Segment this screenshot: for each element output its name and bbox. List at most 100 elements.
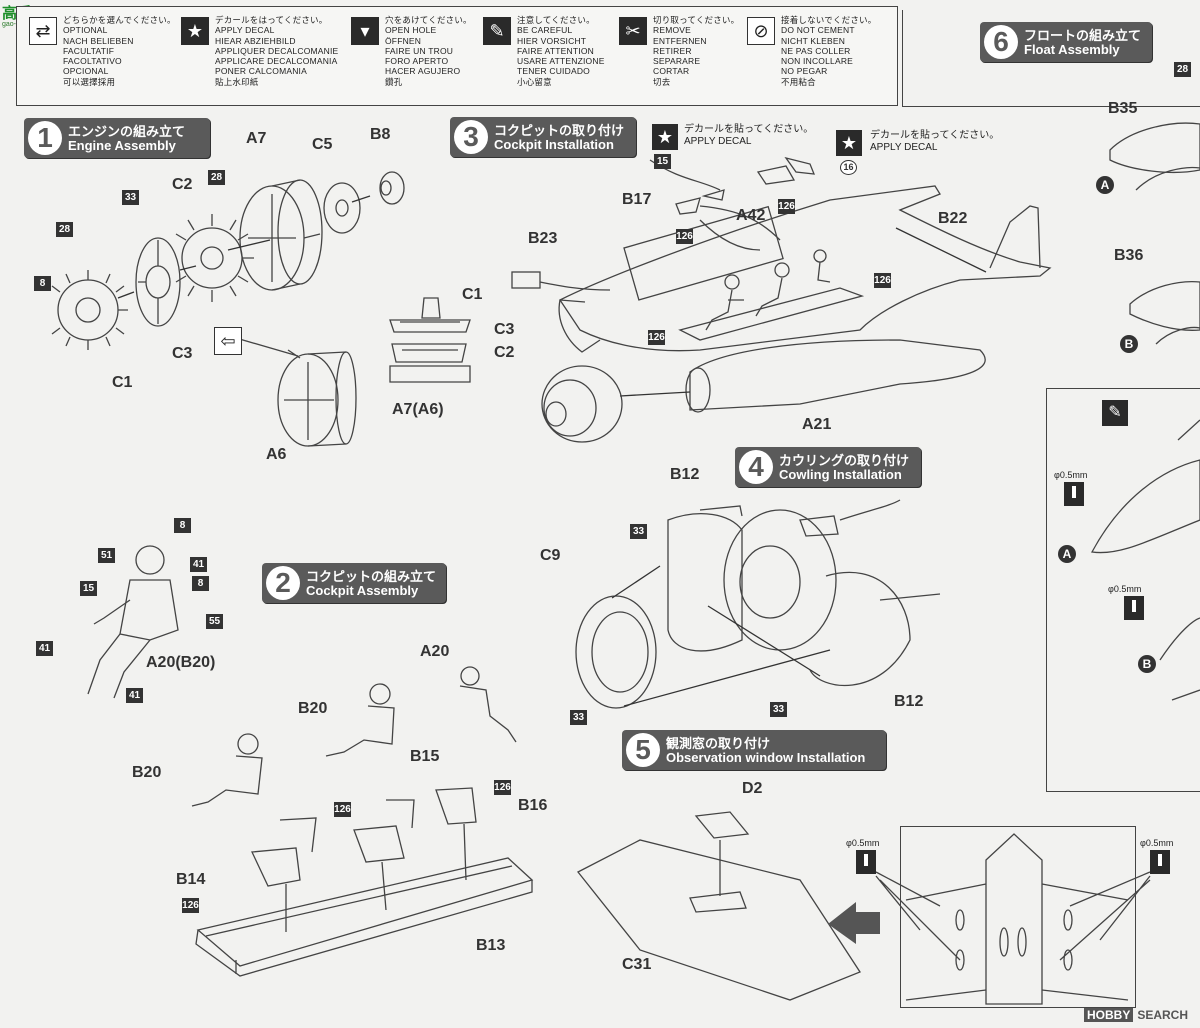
star-icon: ★ [652, 124, 678, 150]
legend-line: ENTFERNEN [653, 35, 707, 46]
step-2-title-jp: コクピットの組み立て [306, 569, 437, 584]
cut-icon: ✂ [619, 17, 647, 45]
decal-note-1-en: APPLY DECAL [684, 136, 752, 147]
step-2-number: 2 [266, 566, 300, 600]
no-cement-icon: ⊘ [747, 17, 775, 45]
seat-b14 [251, 817, 317, 932]
part-label: A21 [802, 416, 832, 433]
legend-line: HACER AGUJERO [385, 66, 461, 77]
part-label: A20 [420, 643, 450, 660]
legend-line: FACULTATIF [63, 45, 115, 56]
legend-line: NO PEGAR [781, 66, 828, 77]
step-6-number: 6 [984, 25, 1018, 59]
paint-callout: 126 [494, 780, 511, 795]
legend-line: 不用粘合 [781, 76, 816, 87]
drill-size-label: φ0.5mm [846, 838, 880, 848]
legend-line: 切り取ってください。 [653, 15, 740, 25]
paint-callout: 126 [648, 330, 665, 345]
engine-step3 [541, 365, 623, 443]
part-label: B17 [622, 191, 652, 208]
legend-line: 可以選擇採用 [63, 76, 116, 87]
window-d2 [694, 811, 750, 896]
legend-line: OPTIONAL [63, 25, 108, 36]
part-label: C3 [494, 321, 515, 338]
drill-size-label: φ0.5mm [1108, 584, 1142, 594]
step-1-title-jp: エンジンの組み立て [68, 124, 186, 139]
step-1-number: 1 [28, 121, 62, 155]
part-label: B20 [132, 764, 162, 781]
legend-line: ÖFFNEN [385, 35, 422, 46]
legend-line: どちらかを選んでください。 [63, 15, 176, 25]
part-label: B20 [298, 700, 328, 717]
part-label: B8 [370, 126, 391, 143]
legend-line: 穴をあけてください。 [385, 15, 472, 25]
decal-note-1: デカールを貼ってください。APPLY DECAL [684, 124, 813, 148]
legend-line: NE PAS COLLER [781, 45, 851, 56]
part-label: C2 [172, 176, 193, 193]
drill-icon [1064, 482, 1084, 506]
part-label: C3 [172, 345, 193, 362]
engine-mount-ring [135, 237, 181, 327]
part-label: B23 [528, 230, 558, 247]
part-label: C5 [312, 136, 333, 153]
paint-callout: 33 [630, 524, 647, 539]
star-icon: ★ [836, 130, 862, 156]
wing-c31 [576, 839, 861, 1001]
legend-line: 貼上水印紙 [215, 76, 259, 87]
legend-line: 小心留意 [517, 76, 552, 87]
paint-callout: 126 [182, 898, 199, 913]
part-label: A20(B20) [146, 654, 216, 671]
step-4-number: 4 [739, 450, 773, 484]
cowling-a6 [277, 351, 357, 447]
paint-callout: 8 [174, 518, 191, 533]
part-label: B12 [894, 693, 924, 710]
step-5-title-en: Observation window Installation [666, 750, 866, 765]
legend-line: FACOLTATIVO [63, 56, 122, 67]
step-6-badge: 6 フロートの組み立て Float Assembly [980, 22, 1152, 62]
legend-line: APPLICARE DECALCOMANIA [215, 56, 338, 67]
part-label: B22 [938, 210, 968, 227]
decal-note-2-jp: デカールを貼ってください。 [870, 130, 1000, 141]
step-3-title-en: Cockpit Installation [494, 137, 614, 152]
cockpit-floor [623, 205, 865, 341]
cowling-b12 [667, 499, 941, 687]
step-6-title-jp: フロートの組み立て [1024, 28, 1142, 43]
figure-a20b20 [87, 545, 179, 699]
fuselage-b22 [558, 185, 1052, 353]
legend-line: SEPARARE [653, 56, 701, 67]
cowling-a7 [239, 179, 323, 291]
paint-callout: 126 [778, 199, 795, 214]
part-label: C1 [462, 286, 483, 303]
step-4-title-en: Cowling Installation [779, 467, 902, 482]
figures-step3 [705, 249, 831, 331]
legend-line: USARE ATTENZIONE [517, 56, 605, 67]
paint-callout: 126 [676, 229, 693, 244]
part-label: A7 [246, 130, 267, 147]
legend-line: 接着しないでください。 [781, 15, 877, 25]
brush-icon: ✎ [1102, 400, 1128, 426]
drill-size-label: φ0.5mm [1140, 838, 1174, 848]
part-label: B35 [1108, 100, 1138, 117]
drill-size-label: φ0.5mm [1054, 470, 1088, 480]
paint-callout: 28 [208, 170, 225, 185]
part-label: A6 [266, 446, 287, 463]
step-4-title-jp: カウリングの取り付け [779, 453, 910, 468]
step-5-title-jp: 観測窓の取り付け [666, 736, 771, 751]
paint-callout: 126 [334, 802, 351, 817]
decal-number: 15 [654, 154, 671, 169]
legend-line: FORO APERTO [385, 56, 449, 67]
watermark-suffix: SEARCH [1137, 1008, 1188, 1022]
paint-callout: 41 [126, 688, 143, 703]
step6-frame [902, 10, 1200, 107]
legend-line: OPEN HOLE [385, 25, 437, 36]
drill-icon [856, 850, 876, 874]
float-marker-a: A [1096, 176, 1114, 194]
cap-b8 [379, 171, 405, 205]
legend-line: NICHT KLEBEN [781, 35, 846, 46]
